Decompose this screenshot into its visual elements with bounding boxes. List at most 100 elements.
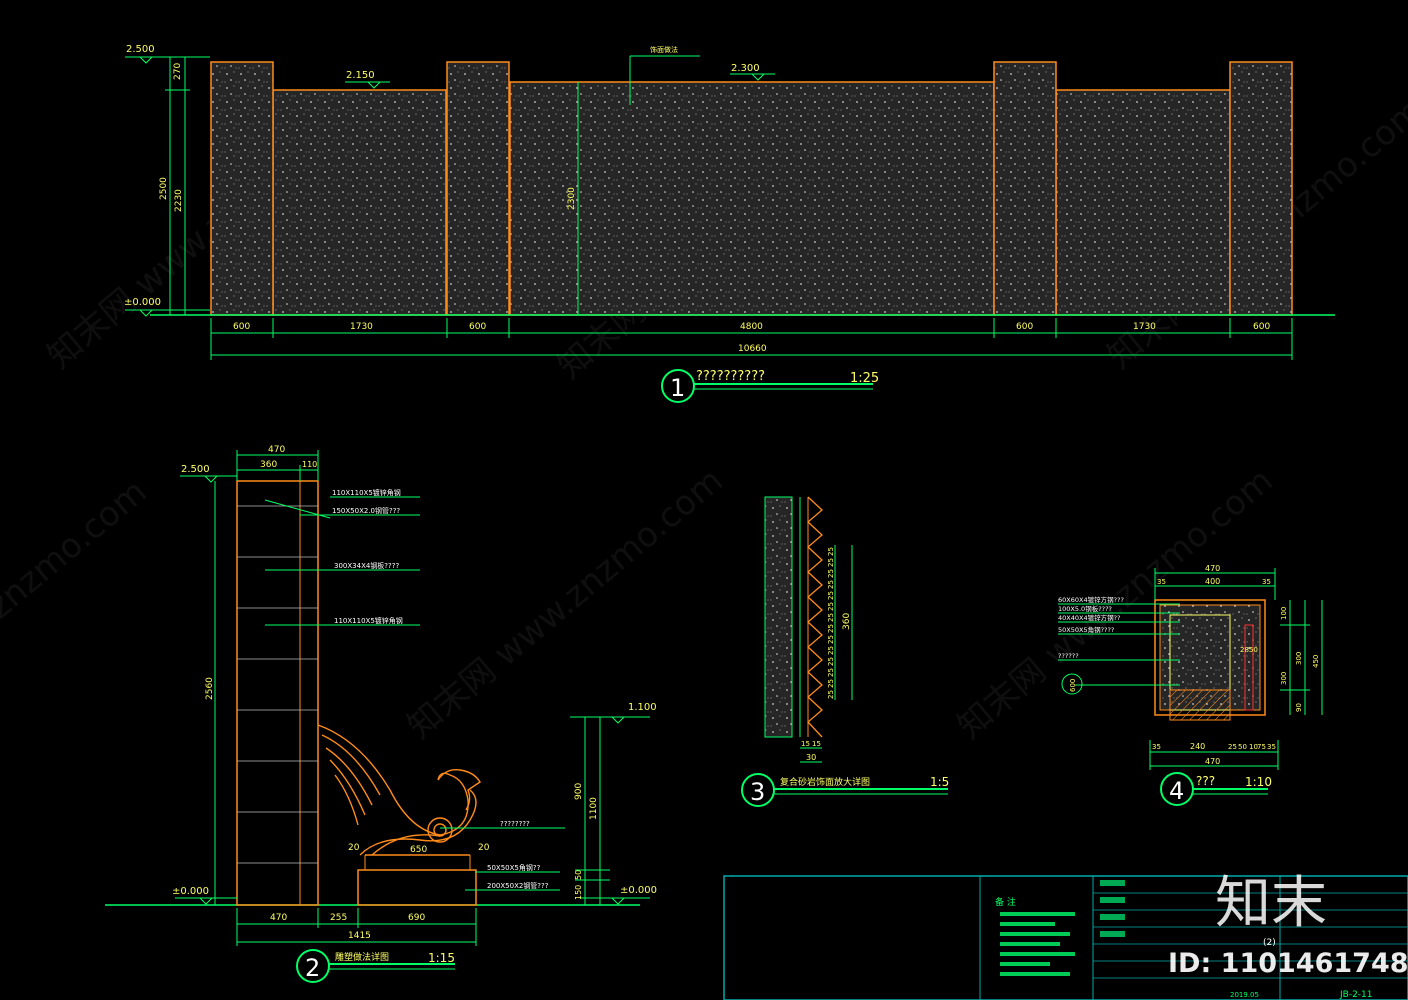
drawing-number: 1: [670, 374, 685, 402]
callout-circle: [1061, 673, 1083, 695]
note-leaders: [1058, 603, 1180, 686]
rib-dim-label: 25: [827, 668, 835, 677]
note-text: 50X50X5角钢????: [1058, 625, 1114, 634]
note-text: 150X50X2.0钢管???: [332, 506, 400, 515]
leader-note: 饰面做法: [650, 45, 678, 54]
rib-dim-label: 25: [827, 569, 835, 578]
watermark-text: znzmo.com: [0, 472, 154, 627]
note-text: 100X5.0钢板????: [1058, 604, 1112, 613]
brand-watermark: 知末 ID: 1101461748: [1168, 871, 1408, 979]
wall-substrate: [764, 496, 793, 738]
top-dimensions: [236, 450, 319, 481]
rib-dim-label: 25: [827, 690, 835, 699]
rib-dim-label: 25: [827, 613, 835, 622]
drawing-title: ???: [1196, 774, 1215, 788]
column-joints: [237, 505, 318, 864]
level-label: 2.500: [126, 44, 155, 55]
dim-label: 25: [1228, 743, 1237, 751]
vertical-dimensions: [165, 57, 579, 315]
rib-dim-label: 25: [827, 602, 835, 611]
rib-dim-label: 25: [827, 591, 835, 600]
dim-label: 600: [1253, 322, 1270, 332]
wall-panel: [509, 81, 995, 316]
dim-label: 35: [1152, 743, 1161, 751]
wall-pillar: [210, 61, 274, 316]
title-block: 备 注 (2) JB-2-11 2019.05: [723, 875, 1408, 1000]
dim-label: 600: [1016, 322, 1033, 332]
dim-label: 35: [1267, 743, 1276, 751]
right-dimensions: [1280, 600, 1323, 715]
dim-label: 20: [478, 843, 490, 853]
level-label: ±0.000: [172, 886, 209, 897]
watermark-text: 知末网 www.znzmo.com: [400, 460, 731, 746]
note-text: 110X110X5镀锌角钢: [332, 488, 401, 497]
drawing-4-coping-detail: 470 400 35 35 60X60X4镀锌方钢??? 100X5.0钢板??…: [1058, 564, 1323, 806]
dim-label: 2500: [159, 177, 169, 200]
wall-pillar: [1229, 61, 1293, 316]
drawing-scale: 1:5: [930, 775, 949, 789]
dim-label: 110: [302, 460, 317, 469]
peacock-sculpture: [317, 724, 481, 856]
wall-panel: [272, 89, 447, 316]
dim-label: 30: [806, 753, 816, 762]
dim-label: 15: [801, 740, 810, 748]
note-text: ??????: [1058, 652, 1079, 660]
dim-label: 35: [1157, 578, 1166, 586]
dim-label: 50: [574, 870, 583, 880]
dim-label: 150: [574, 885, 583, 900]
drawing-number-circle: [296, 949, 330, 983]
sculpture-base: [357, 869, 477, 906]
dim-label: 2230: [174, 189, 184, 212]
dim-label: 470: [268, 445, 285, 455]
bottom-dimensions: [800, 747, 822, 763]
sandstone-ribs: [807, 496, 823, 738]
dim-label: 1730: [350, 322, 373, 332]
dim-label: 400: [1205, 577, 1220, 586]
dim-label: 450: [1312, 655, 1320, 668]
dim-label: 690: [408, 913, 425, 923]
dim-label: 1100: [589, 797, 599, 820]
dim-label: 35: [1262, 578, 1271, 586]
column-outline: [236, 480, 319, 906]
title-block-frame: [723, 875, 1408, 1000]
level-label: ±0.000: [620, 885, 657, 896]
wall-pillar: [446, 61, 510, 316]
note-text: 60X60X4镀锌方钢???: [1058, 595, 1124, 604]
small-note: 2019.05: [1230, 991, 1259, 999]
wall-pillar: [993, 61, 1057, 316]
horizontal-dimensions: [210, 318, 1293, 360]
red-plate: [1244, 624, 1254, 711]
rib-dim-label: 25: [827, 635, 835, 644]
drawing-scale: 1:15: [428, 951, 455, 965]
callout-label: 600: [1069, 679, 1077, 692]
drawing-scale: 1:25: [850, 371, 879, 386]
drawing-number-circle: [661, 369, 695, 403]
note-text: 110X110X5镀锌角钢: [334, 616, 403, 625]
drawing-title: 雕塑做法详图: [335, 951, 389, 963]
dim-label: 2560: [205, 677, 215, 700]
dim-label: 4800: [740, 322, 763, 332]
note-text: 50X50X5角钢??: [487, 863, 541, 872]
title-block-rows: [1093, 892, 1408, 979]
dim-label: 75: [1257, 743, 1266, 751]
watermark-id: ID: 1101461748: [1168, 948, 1408, 979]
dim-label: 2850: [1240, 646, 1258, 654]
drawing-2-sculpture-detail: 110X110X5镀锌角钢 150X50X2.0钢管??? 300X34X4钢板…: [105, 445, 657, 983]
drawing-title: 复合砂岩饰面放大详图: [780, 776, 870, 788]
level-label: 2.300: [731, 63, 760, 74]
dim-label: 90: [1295, 703, 1303, 712]
note-text: 200X50X2钢管???: [487, 881, 549, 890]
dim-label: 600: [469, 322, 486, 332]
top-dimensions: [1154, 568, 1276, 600]
note-leaders: [264, 496, 565, 891]
drawing-1-wall-elevation: 2.500 2.150 2.300 ±0.000 饰面做法 270 2500 2…: [124, 44, 1335, 403]
dim-label: 20: [348, 843, 360, 853]
dim-label: 100: [1280, 607, 1288, 620]
dim-label: 900: [574, 783, 584, 800]
page-code: (2): [1263, 938, 1276, 948]
dim-label: 2300: [567, 187, 577, 210]
rib-dim-label: 25: [827, 624, 835, 633]
